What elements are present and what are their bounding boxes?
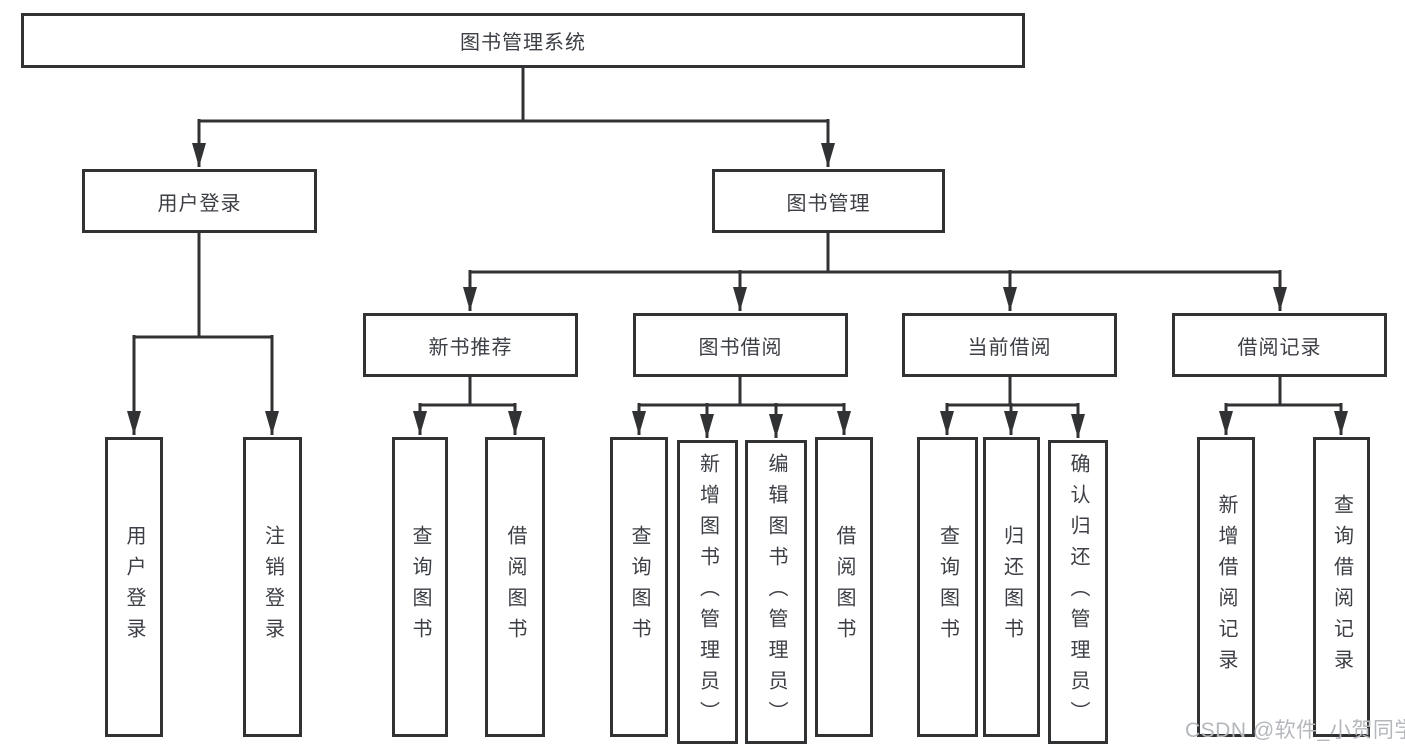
- leaf-cb-query-books: 查询图书: [917, 437, 978, 737]
- node-label: 借阅记录: [1237, 336, 1322, 359]
- node-label: 用户登录: [157, 192, 242, 215]
- leaf-bb-add-books-admin: 新增图书（管理员）: [677, 440, 738, 744]
- leaf-bb-borrow-books: 借阅图书: [815, 437, 873, 737]
- node-label: 查询图书: [628, 525, 650, 649]
- node-label: 图书管理: [786, 192, 871, 215]
- leaf-bb-edit-books-admin: 编辑图书（管理员）: [745, 440, 807, 744]
- node-label: 编辑图书（管理员）: [765, 452, 787, 732]
- leaf-cb-return-books: 归还图书: [983, 437, 1040, 737]
- node-label: 图书借阅: [698, 336, 783, 359]
- node-book-borrowing: 图书借阅: [633, 313, 848, 377]
- leaf-nbr-query-books: 查询图书: [392, 437, 448, 737]
- node-label: 借阅图书: [833, 525, 855, 649]
- node-label: 确认归还（管理员）: [1067, 452, 1089, 732]
- leaf-br-query-record: 查询借阅记录: [1313, 437, 1370, 737]
- node-current-borrowing: 当前借阅: [902, 313, 1117, 377]
- leaf-br-add-record: 新增借阅记录: [1197, 437, 1255, 737]
- node-book-management: 图书管理: [712, 169, 945, 233]
- leaf-cb-confirm-return-admin: 确认归还（管理员）: [1048, 440, 1108, 744]
- node-label: 借阅图书: [504, 525, 526, 649]
- leaf-logout: 注销登录: [243, 437, 302, 737]
- node-label: 用户登录: [123, 525, 145, 649]
- node-label: 查询图书: [936, 525, 959, 649]
- node-borrowing-records: 借阅记录: [1172, 313, 1387, 377]
- node-label: 查询图书: [409, 525, 431, 649]
- leaf-bb-query-books: 查询图书: [610, 437, 668, 737]
- node-new-book-recommendation: 新书推荐: [363, 313, 578, 377]
- leaf-nbr-borrow-books: 借阅图书: [485, 437, 545, 737]
- leaf-user-login: 用户登录: [105, 437, 163, 737]
- node-label: 新增借阅记录: [1215, 494, 1237, 680]
- node-label: 查询借阅记录: [1330, 494, 1353, 680]
- node-library-system: 图书管理系统: [21, 13, 1025, 68]
- node-label: 图书管理系统: [460, 32, 586, 54]
- csdn-watermark: CSDN @软件_小贺同学: [1185, 719, 1405, 742]
- node-label: 新增图书（管理员）: [696, 452, 719, 732]
- node-label: 新书推荐: [428, 336, 513, 359]
- node-label: 归还图书: [1000, 525, 1023, 649]
- node-user-login: 用户登录: [82, 169, 317, 233]
- node-label: 当前借阅: [967, 336, 1052, 359]
- node-label: 注销登录: [261, 525, 284, 649]
